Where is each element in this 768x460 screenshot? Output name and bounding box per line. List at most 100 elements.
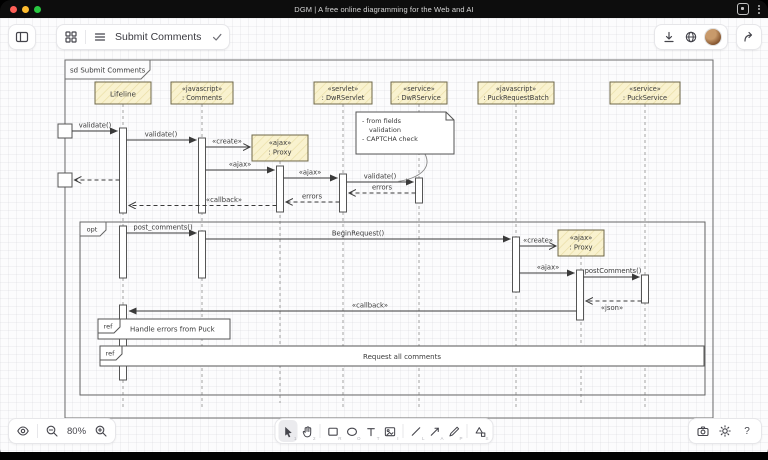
lifeline-head[interactable]: «javascript» : PuckRequestBatch (477, 81, 555, 105)
svg-text:«ajax»: «ajax» (269, 139, 292, 147)
panel-left-toggle-button[interactable] (12, 26, 32, 48)
theme-sun-icon[interactable] (714, 420, 736, 442)
lifeline-head[interactable]: «service» : DwRService (390, 81, 448, 105)
avatar[interactable] (704, 28, 722, 46)
svg-text:«create»: «create» (212, 138, 242, 146)
utility-pill: ? (688, 418, 762, 444)
svg-text:: PuckRequestBatch: : PuckRequestBatch (483, 94, 549, 102)
svg-text:«javascript»: «javascript» (496, 85, 536, 93)
svg-text:Lifeline: Lifeline (110, 90, 137, 99)
zoom-level[interactable]: 80% (67, 425, 87, 437)
activation-bar (198, 137, 206, 214)
ref-fragment-1[interactable]: ref Handle errors from Puck (97, 318, 231, 340)
message-labels: validate() validate() «create» «ajax» «a… (79, 122, 642, 313)
svg-text:«service»: «service» (629, 85, 661, 93)
activation-bars[interactable] (119, 127, 649, 381)
help-button[interactable]: ? (736, 420, 758, 442)
zoom-out-button[interactable] (41, 420, 63, 442)
svg-text:«ajax»: «ajax» (570, 234, 593, 242)
activation-bar (576, 269, 584, 321)
tool-shapes[interactable]: S (471, 420, 490, 442)
tool-image[interactable]: I (381, 420, 400, 442)
kebab-menu-icon[interactable] (758, 4, 760, 14)
activation-bar (119, 225, 127, 279)
titlebar: DGM | A free online diagramming for the … (0, 0, 768, 18)
activation-bar (119, 304, 127, 381)
activation-bar (276, 165, 284, 213)
zoom-in-button[interactable] (90, 420, 112, 442)
svg-text:BeginRequest(): BeginRequest() (332, 230, 385, 238)
svg-text:«json»: «json» (601, 304, 623, 312)
note[interactable]: - from fields validation - CAPTCHA check (355, 111, 455, 182)
svg-text:ref: ref (106, 350, 116, 358)
tool-rectangle[interactable]: R (324, 420, 343, 442)
minimize-window-button[interactable] (22, 5, 29, 13)
svg-text:- from fields: - from fields (362, 117, 402, 125)
maximize-window-button[interactable] (34, 5, 41, 13)
tool-text[interactable]: T (362, 420, 381, 442)
lifeline-head[interactable]: Lifeline (94, 81, 152, 105)
diagram-canvas[interactable]: sd Submit Comments (0, 18, 768, 452)
svg-text:«ajax»: «ajax» (229, 161, 252, 169)
svg-text:errors: errors (372, 184, 392, 192)
svg-text:«callback»: «callback» (352, 302, 388, 310)
tool-ellipse[interactable]: O (343, 420, 362, 442)
canvas[interactable]: sd Submit Comments (0, 18, 768, 452)
svg-text:«ajax»: «ajax» (299, 169, 322, 177)
svg-text:«javascript»: «javascript» (182, 85, 222, 93)
tool-pen[interactable]: P (445, 420, 464, 442)
saved-check-icon (208, 26, 226, 48)
messages[interactable] (72, 127, 642, 315)
ref-fragment-2[interactable]: ref Request all comments (99, 345, 705, 367)
share-pill (736, 24, 762, 50)
activation-bar (119, 127, 127, 214)
svg-text:«ajax»: «ajax» (537, 264, 560, 272)
tool-select[interactable]: 1 (278, 420, 298, 442)
lifeline-head[interactable]: «service» : PuckService (609, 81, 681, 105)
activation-bar (512, 236, 520, 293)
activation-bar (641, 274, 649, 304)
traffic-lights (10, 5, 41, 13)
opt-label: opt (87, 226, 98, 234)
window-title: DGM | A free online diagramming for the … (294, 4, 474, 14)
camera-icon[interactable] (692, 420, 714, 442)
svg-text:«callback»: «callback» (206, 196, 242, 204)
tool-hand[interactable]: 2 (298, 420, 317, 442)
globe-icon[interactable] (680, 26, 702, 48)
svg-text:validate(): validate() (145, 131, 178, 139)
svg-text:post_comments(): post_comments() (133, 224, 193, 232)
close-window-button[interactable] (10, 5, 17, 13)
activation-bar (198, 230, 206, 279)
svg-text:: Proxy: : Proxy (569, 244, 592, 252)
lifeline-head[interactable]: «servlet» : DwRServlet (313, 81, 373, 105)
svg-text:«servlet»: «servlet» (328, 85, 359, 93)
svg-text:Request all comments: Request all comments (363, 353, 441, 361)
tool-line[interactable]: L (407, 420, 426, 442)
gate-square[interactable] (57, 123, 73, 139)
tool-arrow[interactable]: A (426, 420, 445, 442)
proxy-object-2[interactable]: «ajax» : Proxy (557, 229, 605, 257)
svg-text:postComments(): postComments() (585, 267, 642, 275)
download-icon[interactable] (658, 26, 680, 48)
app-badge-icon[interactable] (737, 3, 749, 15)
apps-grid-icon[interactable] (60, 26, 82, 48)
eye-icon[interactable] (12, 420, 34, 442)
menu-icon[interactable] (89, 26, 111, 48)
svg-text:validation: validation (369, 126, 401, 134)
left-panel-pill (8, 24, 36, 50)
svg-text:: Comments: : Comments (182, 94, 223, 102)
document-pill: Submit Comments (56, 24, 231, 50)
lifeline-head[interactable]: «javascript» : Comments (170, 81, 234, 105)
svg-text:: PuckService: : PuckService (623, 94, 667, 102)
svg-text:«create»: «create» (523, 237, 553, 245)
gate-square[interactable] (57, 172, 73, 188)
svg-text:validate(): validate() (364, 173, 397, 181)
frame-label: sd Submit Comments (70, 67, 146, 75)
proxy-object-1[interactable]: «ajax» : Proxy (251, 134, 309, 162)
share-icon[interactable] (740, 26, 758, 48)
activation-bar (415, 177, 423, 204)
document-title[interactable]: Submit Comments (115, 31, 202, 43)
opt-fragment[interactable]: opt (79, 221, 706, 396)
zoom-pill: 80% (8, 418, 117, 444)
